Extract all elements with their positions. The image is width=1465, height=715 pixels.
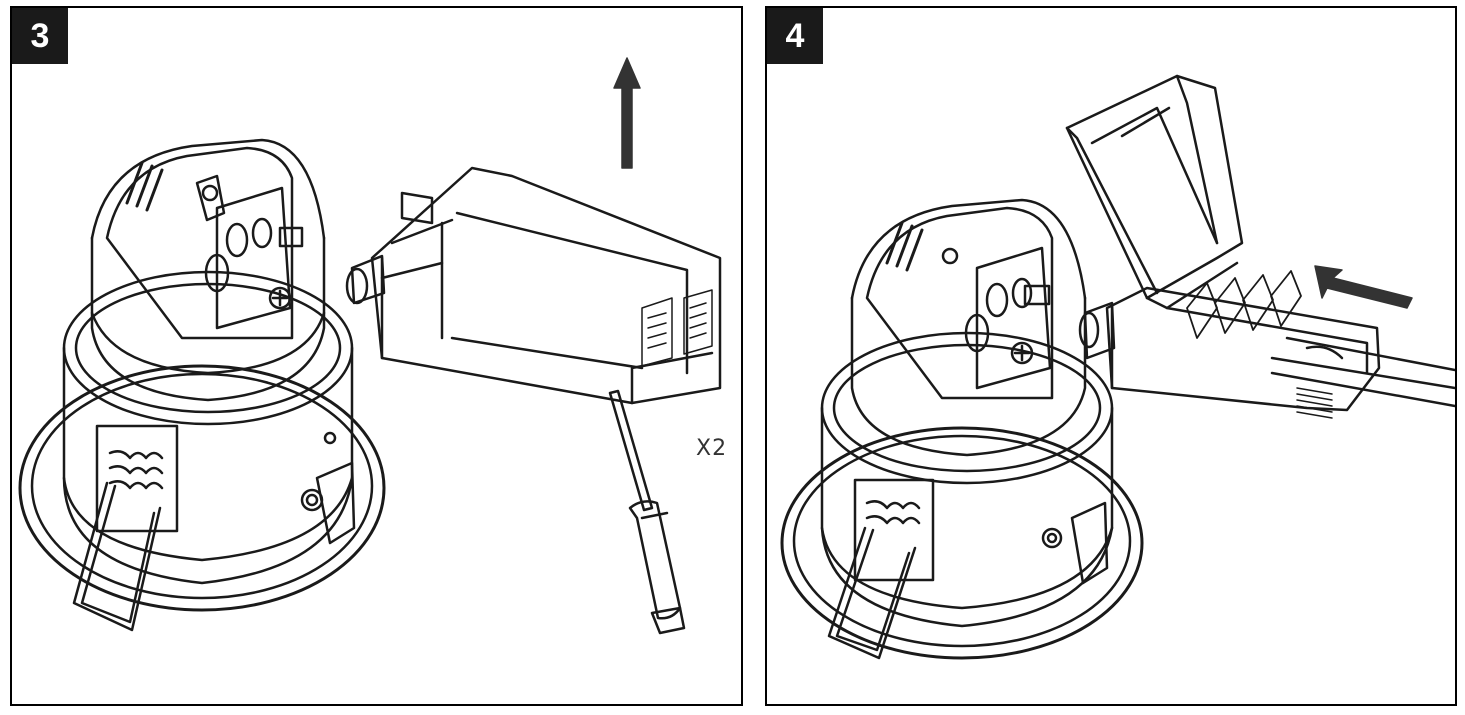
downlight-fitting — [780, 198, 1144, 660]
step-3-illustration — [18, 57, 722, 635]
quantity-label: X2 — [696, 436, 728, 461]
step-4-illustration — [780, 74, 1455, 660]
terminal-box — [345, 166, 722, 405]
screwdriver — [608, 389, 686, 635]
step-4-panel: 4 — [765, 6, 1457, 706]
up-arrow-icon — [613, 57, 641, 169]
downlight-fitting — [18, 138, 386, 632]
step-3-panel: 3 — [10, 6, 743, 706]
left-arrow-icon — [1314, 265, 1413, 309]
step-number-badge: 4 — [767, 8, 823, 64]
step-number-badge: 3 — [12, 8, 68, 64]
open-terminal-box — [1065, 74, 1455, 419]
